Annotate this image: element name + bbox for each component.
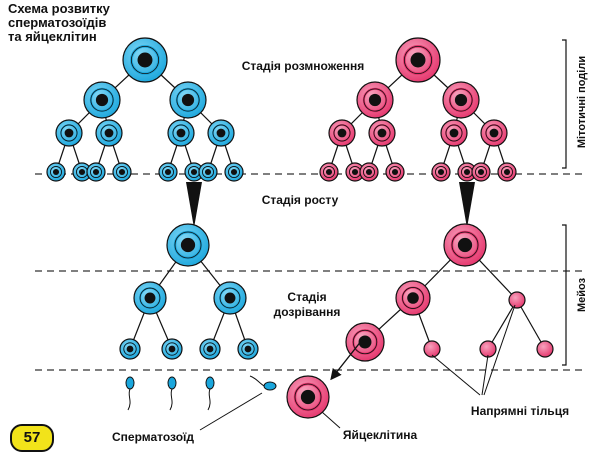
polar-bodies-label: Напрямні тільця [470,404,570,418]
stage-separators [35,173,585,371]
egg-pointer [321,411,341,429]
oogonium-cell [440,119,468,147]
meiosis-bracket [562,224,567,366]
side-brackets [562,39,567,366]
growth-stage-label: Стадія росту [261,193,339,207]
reproduction-stage-label: Стадія розмноження [241,59,365,73]
mitotic-divisions-label: Мітотичні поділи [576,55,588,149]
egg-cell [286,375,330,419]
polar-body-cell [479,340,497,358]
oogonium-cell [497,162,517,182]
oogonium-cell [442,81,480,119]
mitotic-bracket [562,39,567,169]
spermatogonium-cell [83,81,121,119]
cells-layer [46,37,554,419]
polar-pointer [483,304,516,396]
spermatogonium-cell [158,162,178,182]
spermatogonium-cell [167,119,195,147]
spermatogonium-cell [112,162,132,182]
connector-line [516,299,546,350]
spermatozoid-cell [167,376,177,411]
oogonium-cell [431,162,451,182]
spermatogonium-cell [95,119,123,147]
oogonium-cell [356,81,394,119]
polar-body-cell [423,340,441,358]
oogonium-cell [480,119,508,147]
growth-wedges [186,182,475,228]
oogonium-cell [319,162,339,182]
spermatogonium-cell [169,81,207,119]
spermatozoa [125,375,277,411]
spermatogonium-cell [55,119,83,147]
polar-body-cell [508,291,526,309]
polar-pointer [431,354,481,396]
page-number-badge: 57 [10,424,54,452]
sperm-growth-wedge [186,182,202,228]
oogonium-cell [385,162,405,182]
spermatozoid-pointer [199,392,263,431]
secondary-oocyte-cell [395,280,431,316]
spermatid-cell [199,338,221,360]
spermatogonium-cell [207,119,235,147]
spermatid-cell [237,338,259,360]
spermatozoid-label: Сперматозоїд [111,430,195,444]
secondary-spermatocyte-cell [213,281,247,315]
spermatid-cell [119,338,141,360]
connector-line [487,299,518,350]
oogonium-cell [328,119,356,147]
spermatozoid-cell [249,375,277,391]
spermatogonium-cell [46,162,66,182]
spermatogonium-cell [224,162,244,182]
egg-arrow [330,339,363,381]
label-pointers [199,304,516,431]
spermatogonium-cell [198,162,218,182]
oogonium-cell [359,162,379,182]
oogonium-cell [395,37,441,83]
spermatozoid-cell [125,376,135,411]
oogonium-cell [368,119,396,147]
spermatogonium-cell [122,37,168,83]
diagram-title: Схема розвитку сперматозоїдів та яйцеклі… [8,1,110,44]
egg-label: Яйцеклітина [342,428,418,442]
meiosis-label: Мейоз [576,277,588,313]
spermatid-cell [161,338,183,360]
oogonium-cell [471,162,491,182]
ootid-cell [345,322,385,362]
maturation-stage-label: Стадія дозрівання [273,290,341,319]
spermatogonium-cell [86,162,106,182]
primary-oocyte-cell [443,223,487,267]
secondary-spermatocyte-cell [133,281,167,315]
polar-body-cell [536,340,554,358]
spermatogonium-cell [72,162,92,182]
primary-spermatocyte-cell [166,223,210,267]
egg-growth-wedge [459,182,475,228]
polar-pointer [481,354,489,396]
spermatozoid-cell [205,376,215,411]
